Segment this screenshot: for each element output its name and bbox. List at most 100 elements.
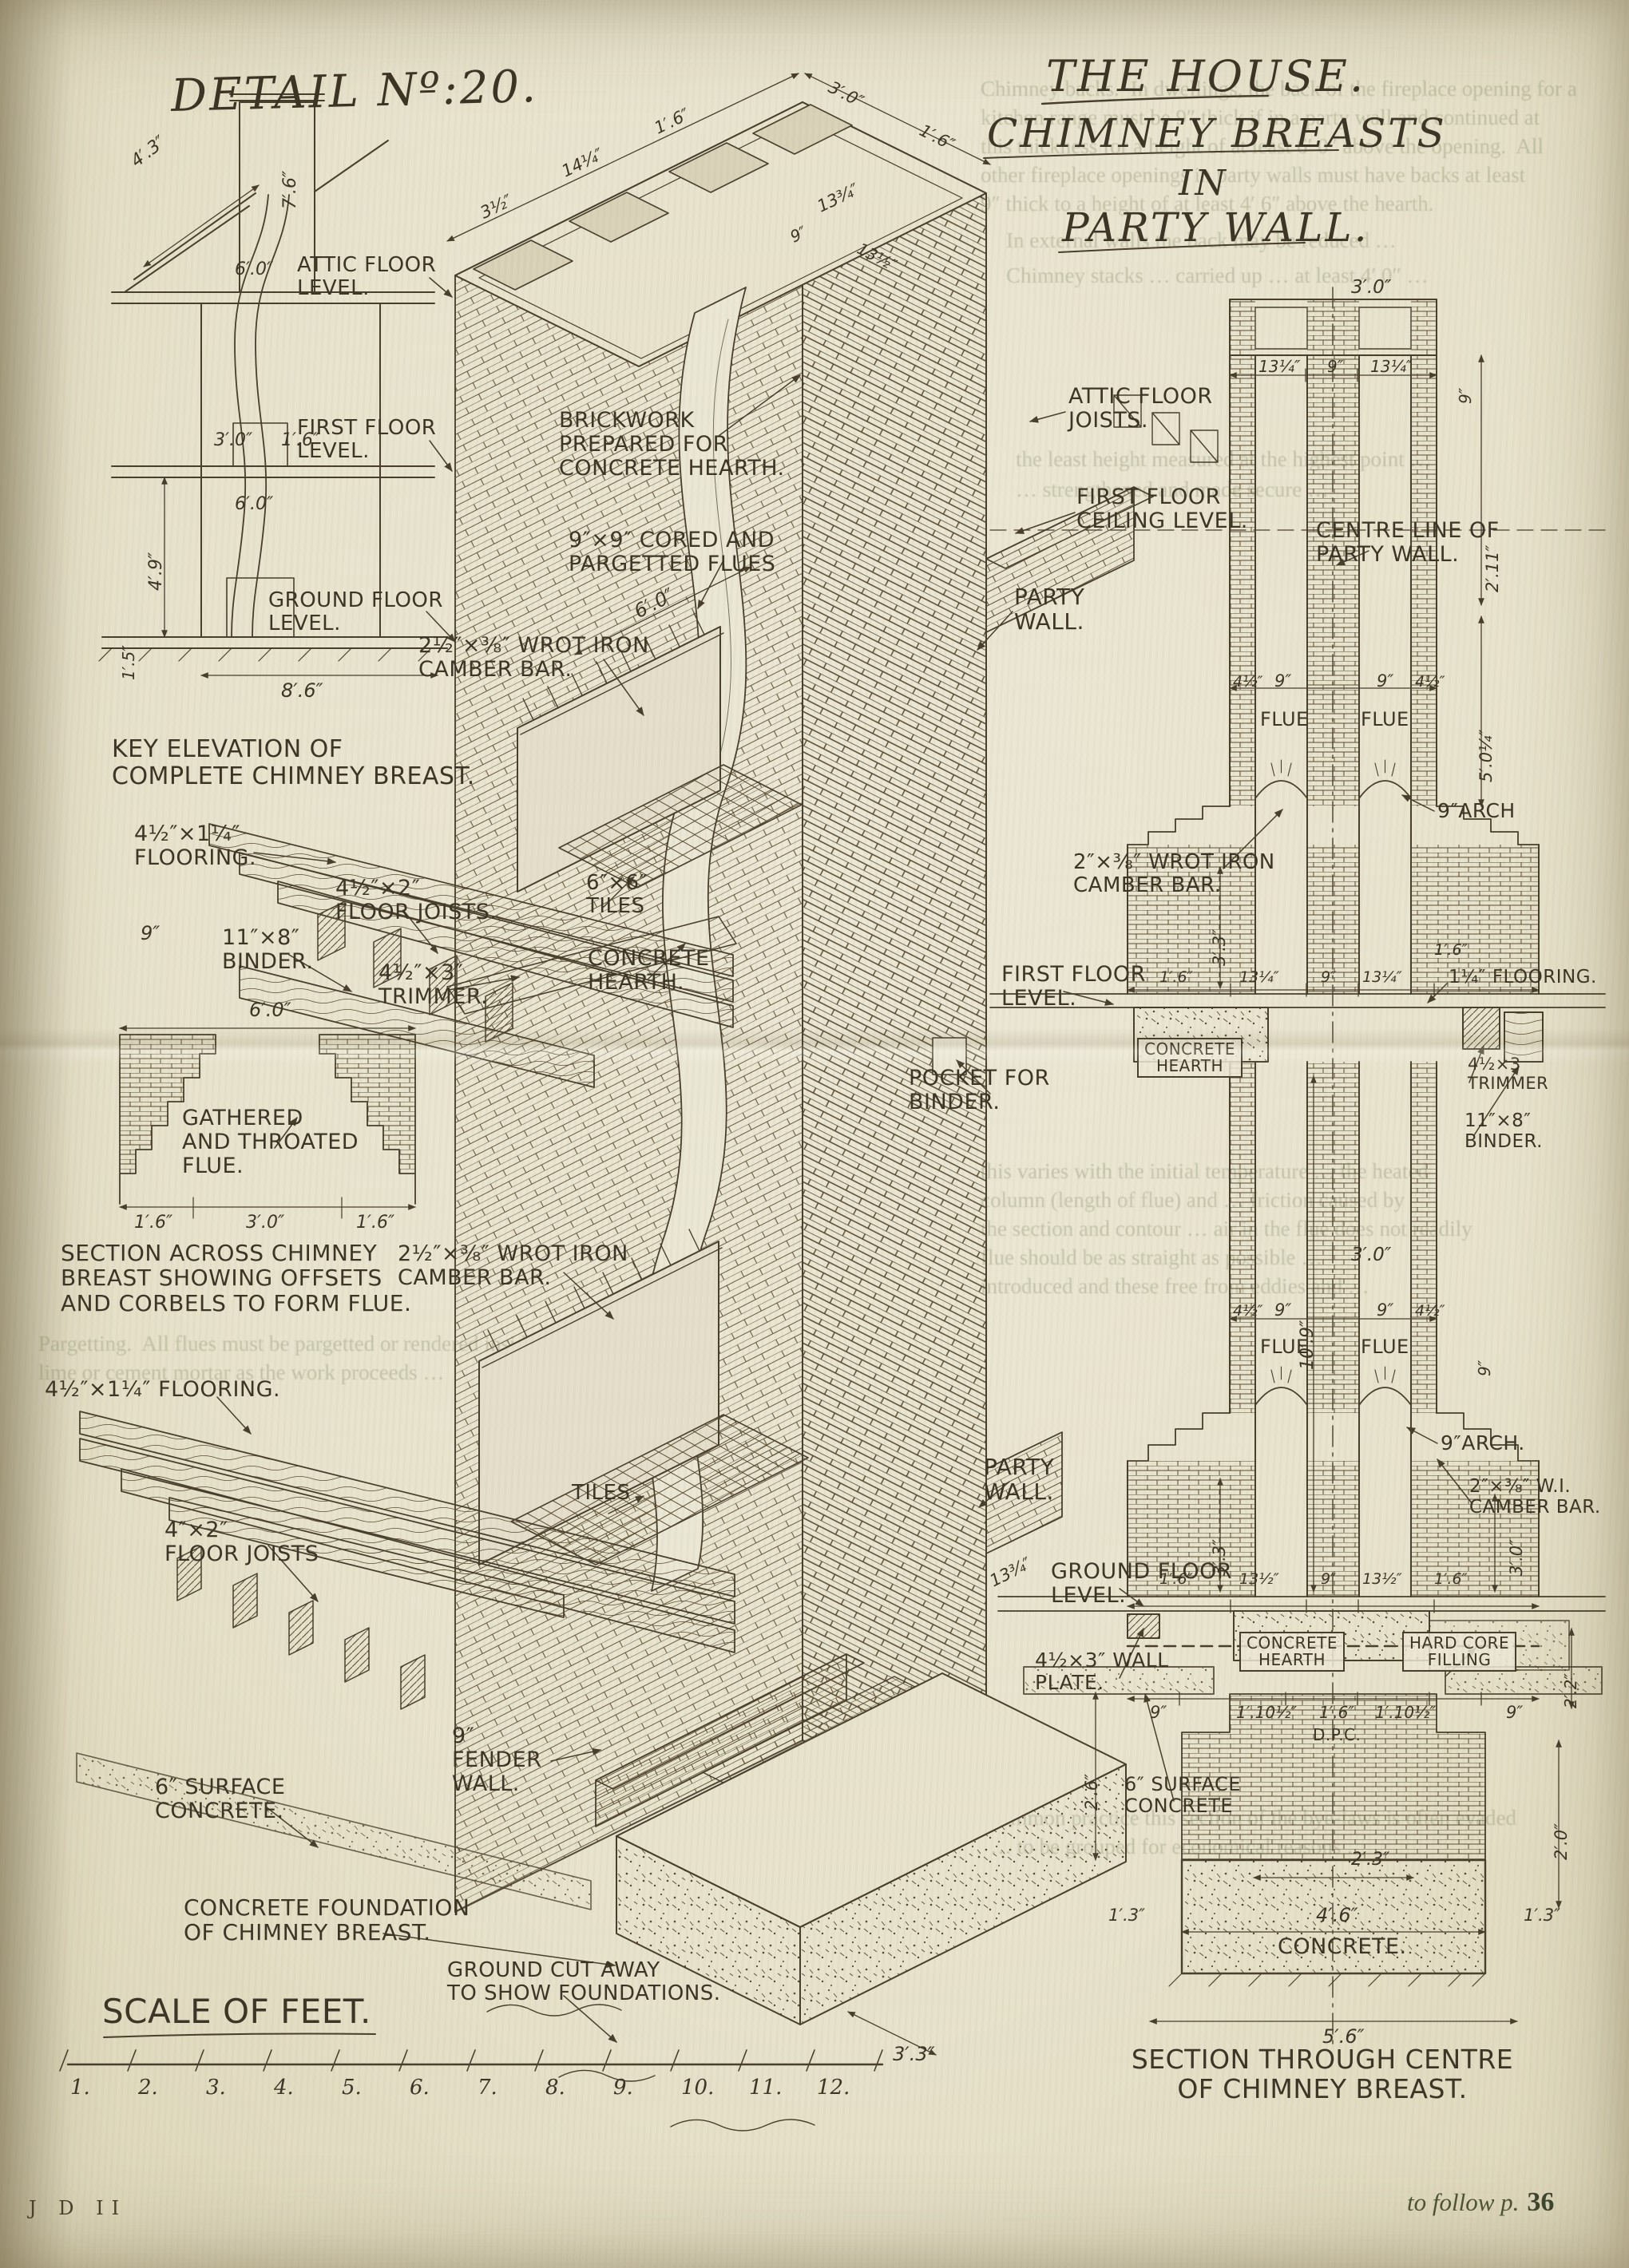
- scale-bar: [59, 2032, 884, 2072]
- label-trimmer-first: 4½″×3″ TRIMMER.: [379, 960, 489, 1010]
- label-trimmer-sect: 4½×3 TRIMMER: [1468, 1055, 1549, 1093]
- label-surface-concrete-sect: 6″ SURFACE CONCRETE: [1124, 1773, 1241, 1817]
- bleedthrough-text: 9″ thick to a height of at least 4′ 6″ a…: [981, 192, 1434, 216]
- label-sect-dim-9-r1: 9″: [1321, 968, 1337, 986]
- label-sect-dim-1-6-dpc: 1′.6″: [1319, 1703, 1354, 1722]
- label-sect-dim-2-3: 2′.3″: [1351, 1850, 1390, 1870]
- label-sect-dim-4h-d: 4½″: [1415, 1302, 1445, 1320]
- label-floor-joists-first: 4½″×2″ FLOOR JOISTS.: [335, 876, 497, 925]
- label-camber-bar-sect-lower: 2″×⅜″ W.I. CAMBER BAR.: [1469, 1476, 1601, 1518]
- title-line-2: CHIMNEY BREASTS: [987, 110, 1447, 156]
- bleedthrough-text: Chimney stacks … carried up … at least 4…: [1006, 263, 1429, 287]
- section-drawing: [989, 287, 1606, 2044]
- label-sect-dim-1-3-b: 1′.3″: [1524, 1906, 1561, 1925]
- label-gathered-flue: GATHERED AND THROATED FLUE.: [182, 1106, 359, 1179]
- label-flue-lower-left: FLUE: [1260, 1336, 1309, 1358]
- label-sect-dim-13q-a: 13¼″: [1258, 357, 1301, 376]
- label-flooring-ground: 4½″×1¼″ FLOORING.: [45, 1377, 281, 1402]
- label-gather-dim-1-6-a: 1′.6″: [134, 1213, 173, 1233]
- label-sect-dim-2-2: 2′.2″: [1561, 1673, 1580, 1708]
- label-tiles-ground: TILES: [572, 1481, 631, 1505]
- label-sect-dim-3-0-top: 3′.0″: [1351, 277, 1392, 298]
- label-party-wall-upper: PARTY WALL.: [1014, 584, 1085, 635]
- label-sect-dim-3-3-a: 3′.3″: [1210, 928, 1229, 966]
- scale-number: 4.: [274, 2076, 294, 2100]
- label-sect-dim-4h-a: 4½″: [1233, 673, 1263, 691]
- label-concrete-hearth-box-first: CONCRETE HEARTH: [1137, 1038, 1243, 1078]
- scale-number: 12.: [817, 2076, 850, 2100]
- label-centre-line-note: CENTRE LINE OF PARTY WALL.: [1316, 518, 1500, 568]
- label-floor-joists-ground: 4″×2″ FLOOR JOISTS: [164, 1518, 319, 1567]
- label-sect-dim-1-6-r1b: 1′.6″: [1434, 941, 1468, 959]
- label-elev-dim-3-0: 3′.0″: [214, 430, 253, 450]
- label-sect-dim-9-c: 9″: [1377, 671, 1394, 691]
- label-elev-dim-7-6: 7′.6″: [280, 170, 300, 209]
- label-hard-core: HARD CORE FILLING: [1402, 1632, 1517, 1672]
- scale-number: 8.: [545, 2076, 565, 2100]
- label-first-floor-level: FIRST FLOOR LEVEL.: [297, 416, 437, 464]
- page-reference: to follow p.36: [1407, 2187, 1554, 2218]
- label-sect-dim-2-11: 2′.11″: [1483, 544, 1502, 592]
- bleedthrough-text: kitchen range must be 9″ thick if in a p…: [981, 105, 1540, 129]
- label-sect-dim-1-3-a: 1′.3″: [1108, 1906, 1146, 1925]
- label-elev-dim-6-0-a: 6′.0″: [235, 259, 274, 279]
- label-section-caption: SECTION THROUGH CENTRE OF CHIMNEY BREAST…: [1131, 2044, 1514, 2104]
- label-gather-dim-6-0: 6′.0″: [249, 999, 291, 1021]
- label-wall-plate: 4½×3″ WALL PLATE.: [1035, 1649, 1169, 1694]
- label-sect-dim-5-6: 5′.6″: [1322, 2025, 1365, 2048]
- label-pocket-for-binder: POCKET FOR BINDER.: [909, 1066, 1050, 1115]
- label-scale-caption: SCALE OF FEET.: [102, 1992, 371, 2031]
- label-sect-dim-13q-b: 13¼″: [1370, 357, 1413, 376]
- label-first-floor-level-sect: FIRST FLOOR LEVEL.: [1001, 962, 1146, 1011]
- label-flooring-first: 4½″×1¼″ FLOORING.: [134, 821, 257, 871]
- label-binder-first: 11″×8″ BINDER.: [222, 925, 314, 975]
- scale-number: 9.: [613, 2076, 633, 2100]
- scale-number: 6.: [410, 2076, 430, 2100]
- label-arch-9-lower: 9″ARCH.: [1441, 1431, 1525, 1455]
- label-sect-dim-4h-b: 4½″: [1415, 673, 1445, 691]
- label-flue-lower-right: FLUE: [1361, 1336, 1409, 1358]
- label-ground-floor-level: GROUND FLOOR LEVEL.: [268, 588, 443, 636]
- leader-lines: [216, 277, 1520, 2043]
- bleedthrough-text: lime or cement mortar as the work procee…: [38, 1360, 445, 1384]
- label-dim-9-binder: 9″: [141, 922, 161, 944]
- label-elev-dim-8-6: 8′.6″: [281, 679, 323, 702]
- label-elev-dim-4-9: 4′.9″: [146, 552, 166, 591]
- label-concrete-hearth-box-ground: CONCRETE HEARTH: [1239, 1632, 1346, 1672]
- scale-number: 5.: [342, 2076, 362, 2100]
- label-sect-dim-13h-r2a: 13½″: [1239, 1570, 1279, 1588]
- label-dpc: D.P.C.: [1313, 1725, 1361, 1744]
- scale-number: 11.: [749, 2076, 783, 2100]
- label-sect-dim-9-f: 9″: [1150, 1703, 1167, 1722]
- scale-number: 7.: [478, 2076, 497, 2100]
- label-camber-bar-sect-upper: 2″×⅜″ WROT IRON CAMBER BAR.: [1073, 850, 1275, 898]
- label-sect-dim-2-0: 2′.0″: [1552, 1823, 1571, 1860]
- label-party-wall-lower: PARTY WALL.: [984, 1454, 1055, 1506]
- page-reference-text: to follow p.: [1407, 2188, 1520, 2216]
- label-sect-dim-13h-r2b: 13½″: [1362, 1570, 1402, 1588]
- label-fender-wall: 9″ FENDER WALL.: [452, 1724, 542, 1797]
- label-sect-dim-9-v1: 9″: [1456, 387, 1475, 404]
- bleedthrough-text: other fireplace openings in party walls …: [981, 163, 1526, 187]
- label-tiles-first: 6″×6″ TILES: [586, 871, 648, 919]
- label-sect-dim-1-10h-a: 1′.10½″: [1236, 1703, 1297, 1722]
- printers-mark: J D II: [29, 2197, 128, 2219]
- title-line-1: THE HOUSE.: [1046, 51, 1366, 101]
- label-elev-dim-1-5: 1′.5″: [119, 645, 138, 680]
- label-first-floor-ceiling: FIRST FLOOR CEILING LEVEL.: [1076, 485, 1248, 534]
- label-elev-dim-1-6: 1′.6″: [281, 430, 320, 450]
- detail-number: DETAIL Nº:20.: [170, 60, 539, 123]
- label-sect-dim-5-0q: 5′.0¼″: [1476, 729, 1496, 782]
- scale-number: 10.: [681, 2076, 715, 2100]
- scale-number: 2.: [138, 2076, 158, 2100]
- label-flues-note: 9″×9″ CORED AND PARGETTED FLUES: [569, 528, 776, 577]
- label-ground-cut: GROUND CUT AWAY TO SHOW FOUNDATIONS.: [447, 1958, 721, 2006]
- label-flooring-sect: 1¼″ FLOORING.: [1449, 967, 1597, 988]
- label-attic-floor-level: ATTIC FLOOR LEVEL.: [297, 253, 437, 301]
- label-sect-dim-9-d: 9″: [1274, 1300, 1292, 1320]
- label-section-across-caption: SECTION ACROSS CHIMNEY BREAST SHOWING OF…: [61, 1240, 412, 1316]
- dimension-lines: [119, 73, 1575, 2056]
- label-sect-dim-1-10h-b: 1′.10½″: [1375, 1703, 1436, 1722]
